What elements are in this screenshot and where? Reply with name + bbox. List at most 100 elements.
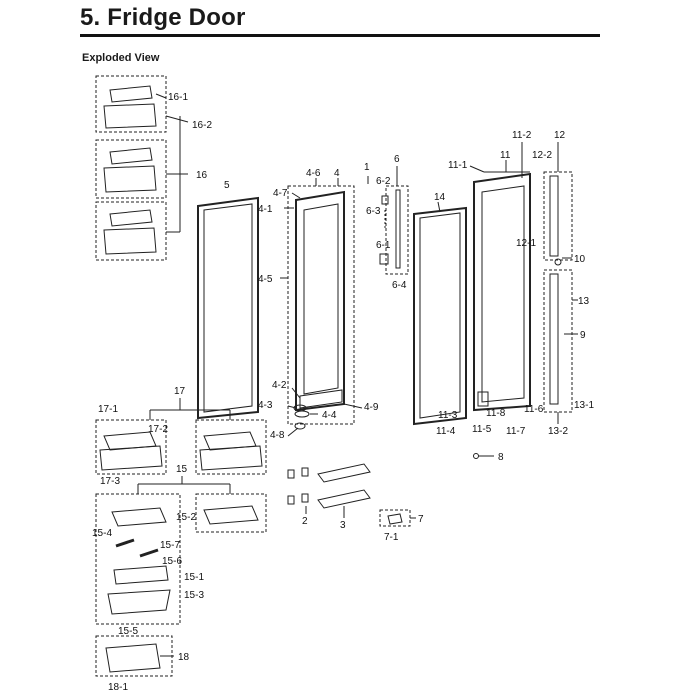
leader-4-8: [287, 427, 299, 437]
part-15-7: [139, 548, 159, 558]
door-frame-4-box: [287, 185, 355, 425]
bin-16-2: [103, 103, 157, 129]
part-11-3: [477, 391, 489, 407]
bin-18: [95, 635, 174, 677]
label-18-1: 18-1: [108, 682, 128, 693]
part-7-body: [387, 513, 403, 525]
leader-4-9: [343, 403, 363, 409]
label-11-6: 11-6: [524, 404, 544, 415]
label-13-2: 13-2: [548, 426, 568, 437]
label-16: 16: [196, 170, 208, 181]
bin-16-box-a: [95, 139, 167, 199]
label-11-8: 11-8: [486, 408, 506, 419]
label-6-4: 6-4: [392, 280, 407, 291]
door-11-inner: [481, 185, 525, 403]
gasket-5: [197, 196, 259, 420]
part-2-c: [287, 495, 295, 505]
label-15-1: 15-1: [184, 572, 204, 583]
part-15-2-left: [111, 507, 167, 527]
bin-16-1-box: [95, 75, 167, 133]
label-4-9: 4-9: [364, 402, 379, 413]
part-6-box: [385, 185, 409, 275]
label-7: 7: [418, 514, 424, 525]
title-underline: [80, 34, 600, 37]
door-frame-4-outer: [295, 190, 345, 412]
shelf-15-2-box: [195, 493, 267, 533]
part-15-4: [115, 538, 135, 548]
label-4-1: 4-1: [258, 204, 273, 215]
label-15-5: 15-5: [118, 626, 138, 637]
label-11-1: 11-1: [448, 160, 468, 171]
part-12-box: [543, 171, 573, 261]
label-17-3: 17-3: [100, 476, 120, 487]
parts-1-6: [367, 166, 409, 275]
bin-16-a-body: [103, 165, 157, 193]
leader-14: [437, 201, 441, 213]
label-12-1: 12-1: [516, 238, 536, 249]
shelf-group-15: [95, 476, 267, 625]
label-17: 17: [174, 386, 186, 397]
bin-16-box-b: [95, 201, 167, 261]
label-15-7: 15-7: [160, 540, 180, 551]
part-6-1: [379, 253, 389, 265]
part-2-a: [287, 469, 295, 479]
label-1: 1: [364, 162, 370, 173]
leader-11-1: [469, 165, 485, 173]
leader-16-1: [155, 93, 167, 99]
shelf-group-17: [95, 398, 267, 475]
label-17-1: 17-1: [98, 404, 118, 415]
label-14: 14: [434, 192, 446, 203]
bin-16-1-top: [109, 85, 153, 103]
door-11-outer: [473, 172, 531, 412]
label-4-7: 4-7: [273, 188, 288, 199]
section-subtitle: Exploded View: [82, 52, 160, 64]
part-6-2: [381, 195, 389, 205]
part-7: [379, 509, 416, 527]
bin-group-16: [95, 75, 189, 261]
door-frame-4-bottom: [299, 389, 343, 409]
label-4-8: 4-8: [270, 430, 285, 441]
label-16-1: 16-1: [168, 92, 188, 103]
label-13-1: 13-1: [574, 400, 594, 411]
label-13: 13: [578, 296, 590, 307]
label-7-1: 7-1: [384, 532, 399, 543]
label-18: 18: [178, 652, 190, 663]
leader-4-7: [291, 192, 301, 199]
label-10: 10: [574, 254, 586, 265]
bin-16-a-top: [109, 147, 153, 165]
part-10: [554, 258, 562, 266]
leader-4-3: [287, 405, 297, 409]
label-17-2: 17-2: [148, 424, 168, 435]
gasket-5-inner: [203, 203, 253, 413]
label-9: 9: [580, 330, 586, 341]
label-15-2: 15-2: [176, 512, 196, 523]
label-6: 6: [394, 154, 400, 165]
label-6-2: 6-2: [376, 176, 391, 187]
shelf-17-b-box: [195, 419, 267, 475]
gasket-5-outer: [197, 196, 259, 420]
label-11-5: 11-5: [472, 424, 492, 435]
label-11-2: 11-2: [512, 130, 532, 141]
door-11: [469, 142, 531, 412]
part-15-1: [113, 565, 169, 585]
part-13: [549, 273, 559, 405]
shelf-17-b-body: [199, 445, 263, 471]
shelf-17-a-body: [99, 445, 163, 471]
leader-16-2: [165, 115, 189, 123]
bin-18-body: [105, 643, 161, 673]
door-frame-4: [280, 178, 363, 437]
gasket-14: [413, 201, 467, 426]
label-12: 12: [554, 130, 566, 141]
shelf-17-a-box: [95, 419, 167, 475]
part-3-b: [317, 489, 371, 509]
shelf-17-b-top: [203, 431, 257, 451]
label-11-4: 11-4: [436, 426, 456, 437]
label-15-4: 15-4: [92, 528, 112, 539]
strips-12-13: [543, 142, 578, 424]
label-16-2: 16-2: [192, 120, 212, 131]
label-8: 8: [498, 452, 504, 463]
label-4-4: 4-4: [322, 410, 337, 421]
label-15-3: 15-3: [184, 590, 204, 601]
label-4-6: 4-6: [306, 168, 321, 179]
